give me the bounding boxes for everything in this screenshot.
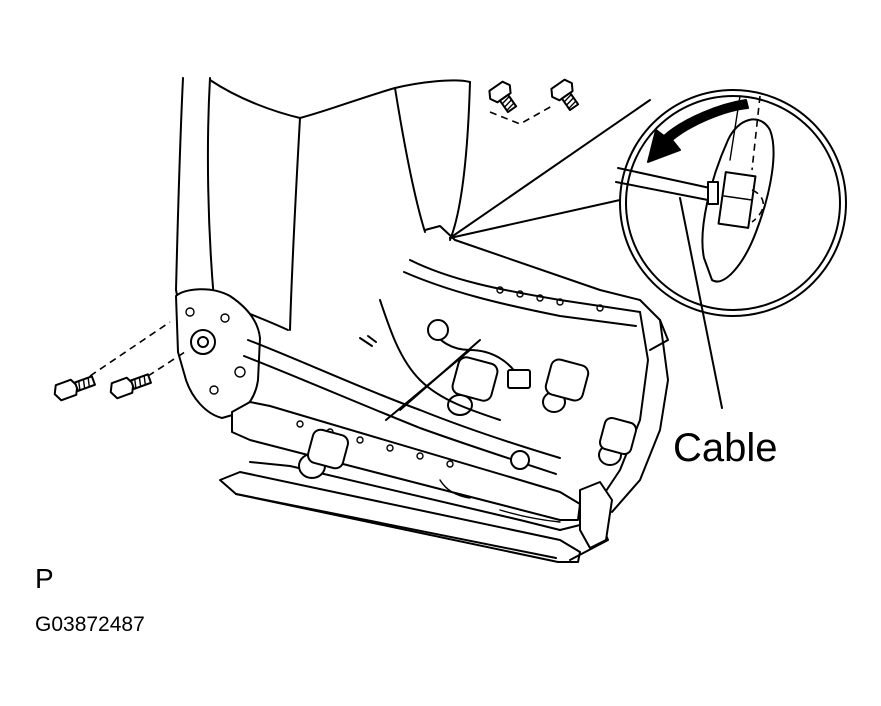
bolt-leader-left-2 (147, 349, 189, 377)
seat-back (175, 77, 471, 331)
figure-code: G03872487 (35, 613, 145, 636)
bolt-leader-top (489, 105, 553, 125)
cable-leader-line (679, 197, 723, 409)
cable-label: Cable (673, 426, 778, 470)
bolt-icon (53, 375, 96, 402)
bolt-leader-left-1 (89, 321, 171, 377)
bolt-icon (109, 373, 152, 400)
bolt-icon (550, 78, 580, 112)
seat-frame (175, 225, 669, 563)
bolt-icon (488, 80, 518, 114)
seat-motors (298, 356, 638, 479)
detail-callout (449, 89, 847, 317)
curved-arrow-icon (647, 99, 749, 163)
view-letter: P (35, 563, 54, 594)
rear-rail-holes (496, 286, 604, 312)
